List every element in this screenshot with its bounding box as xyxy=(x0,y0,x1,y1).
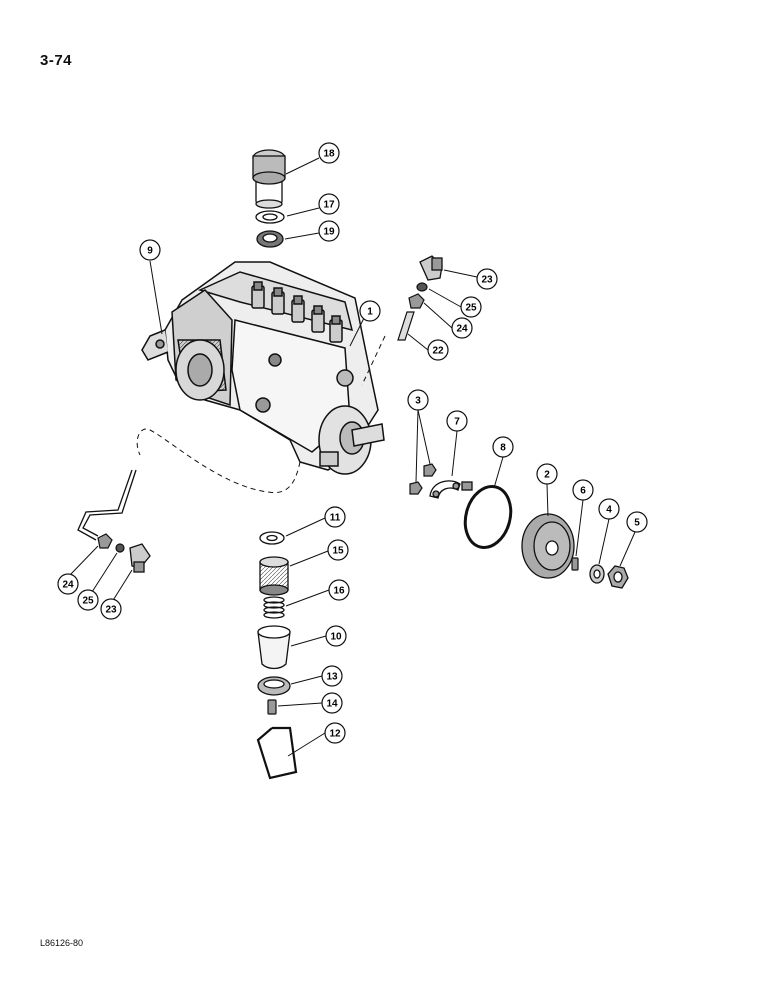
washer-25-left xyxy=(115,543,125,553)
svg-text:15: 15 xyxy=(332,546,344,557)
callout-2: 2 xyxy=(536,463,558,485)
svg-text:1: 1 xyxy=(367,307,373,318)
svg-text:11: 11 xyxy=(330,513,341,524)
callout-13: 13 xyxy=(321,665,343,687)
callout-22: 22 xyxy=(427,339,449,361)
svg-text:12: 12 xyxy=(329,729,341,740)
svg-text:17: 17 xyxy=(323,200,335,211)
filter-element-15 xyxy=(259,556,289,596)
callout-3: 3 xyxy=(407,389,429,411)
nut-24-left xyxy=(97,533,113,549)
retaining-ring-13 xyxy=(257,676,291,696)
washer-25-top xyxy=(416,282,428,292)
pipe-22 xyxy=(397,311,415,341)
lockwasher-4 xyxy=(589,564,605,584)
figure-code: L86126-80 xyxy=(40,938,84,948)
callout-7: 7 xyxy=(446,410,468,432)
svg-text:24: 24 xyxy=(456,324,468,335)
callout-6: 6 xyxy=(572,479,594,501)
callout-10: 10 xyxy=(325,625,347,647)
svg-text:9: 9 xyxy=(147,246,153,257)
callout-23-left: 23 xyxy=(100,598,122,620)
nut-24-top xyxy=(408,293,425,309)
svg-text:3: 3 xyxy=(415,396,421,407)
callout-15: 15 xyxy=(327,539,349,561)
leader-lines xyxy=(69,157,636,757)
nuts-3 xyxy=(409,463,437,495)
svg-text:23: 23 xyxy=(105,605,117,616)
seal-19 xyxy=(256,230,284,248)
spring-16 xyxy=(263,596,285,619)
svg-text:22: 22 xyxy=(432,346,444,357)
hub-2 xyxy=(521,513,575,579)
injection-pump-body xyxy=(141,261,385,475)
elbow-fitting-23-top xyxy=(419,255,443,281)
fuel-pipe-left xyxy=(77,469,137,541)
page-number: 3-74 xyxy=(40,52,73,69)
svg-text:10: 10 xyxy=(330,632,342,643)
key-6 xyxy=(571,557,579,571)
svg-text:5: 5 xyxy=(634,518,640,529)
callout-1: 1 xyxy=(359,300,381,322)
callout-25-left: 25 xyxy=(77,589,99,611)
svg-text:19: 19 xyxy=(323,227,335,238)
callout-8: 8 xyxy=(492,436,514,458)
washer-11 xyxy=(259,531,285,545)
callout-17: 17 xyxy=(318,193,340,215)
callout-5: 5 xyxy=(626,511,648,533)
elbow-fitting-23-left xyxy=(129,543,151,573)
svg-text:7: 7 xyxy=(454,417,460,428)
svg-text:16: 16 xyxy=(333,586,345,597)
callout-19: 19 xyxy=(318,220,340,242)
locking-plate-7 xyxy=(429,480,473,499)
svg-text:23: 23 xyxy=(481,275,493,286)
svg-text:18: 18 xyxy=(323,149,335,160)
svg-text:4: 4 xyxy=(606,505,612,516)
callout-18: 18 xyxy=(318,142,340,164)
svg-text:24: 24 xyxy=(62,580,74,591)
callout-16: 16 xyxy=(328,579,350,601)
washer-17 xyxy=(255,210,285,224)
screw-14 xyxy=(267,699,277,715)
callout-9: 9 xyxy=(139,239,161,261)
callout-11: 11 xyxy=(324,506,346,528)
dashed-line-22 xyxy=(361,335,386,386)
o-ring-8 xyxy=(463,485,513,549)
callout-12: 12 xyxy=(324,722,346,744)
sediment-bowl-10 xyxy=(257,625,291,670)
dashed-fuel-line xyxy=(136,428,301,494)
callout-24-top: 24 xyxy=(451,317,473,339)
clamp-12 xyxy=(256,726,298,780)
svg-text:25: 25 xyxy=(82,596,94,607)
svg-text:2: 2 xyxy=(544,470,550,481)
svg-text:25: 25 xyxy=(465,303,477,314)
svg-text:8: 8 xyxy=(500,443,506,454)
callout-14: 14 xyxy=(321,692,343,714)
svg-text:14: 14 xyxy=(326,699,338,710)
callout-4: 4 xyxy=(598,498,620,520)
svg-text:13: 13 xyxy=(326,672,338,683)
callout-25-top: 25 xyxy=(460,296,482,318)
primer-pump-18 xyxy=(252,149,286,209)
callout-24-left: 24 xyxy=(57,573,79,595)
svg-text:6: 6 xyxy=(580,486,586,497)
callout-23-top: 23 xyxy=(476,268,498,290)
nut-5 xyxy=(607,565,629,589)
